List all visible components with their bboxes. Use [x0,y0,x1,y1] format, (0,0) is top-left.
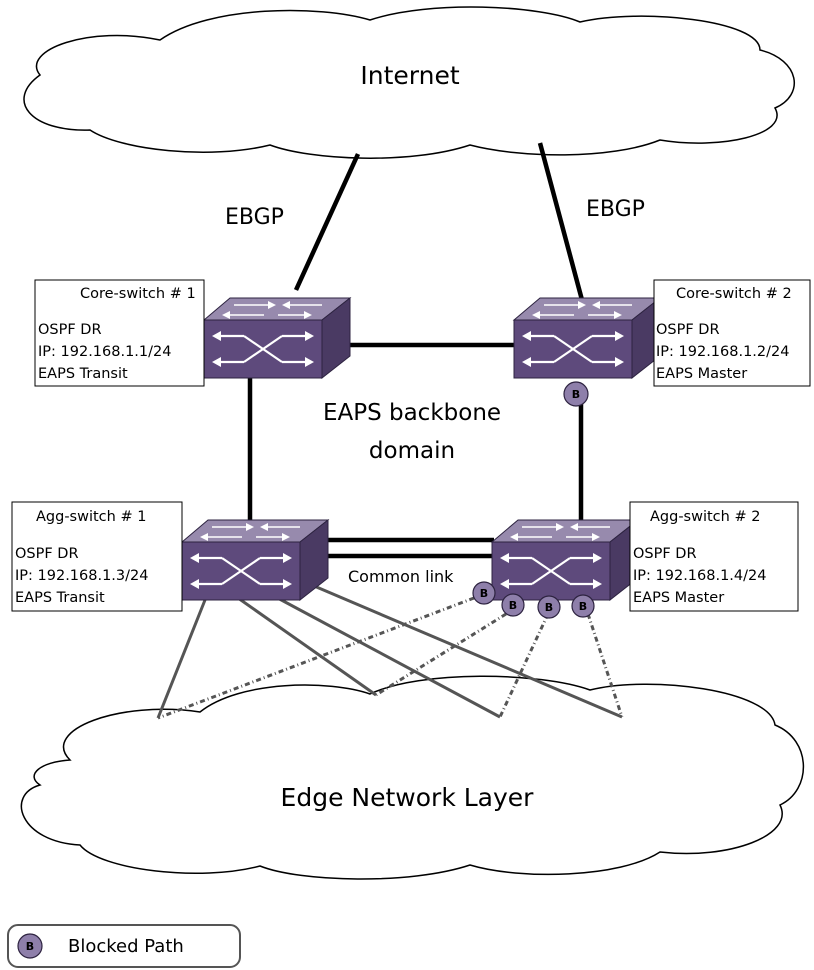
agg-switch-1-eaps: EAPS Transit [15,590,105,606]
core-switch-1-role: OSPF DR [38,322,102,338]
agg2-edge-blocked-link-3 [498,613,550,718]
core-switch-1-info: Core-switch # 1 OSPF DR IP: 192.168.1.1/… [34,279,205,387]
legend: B Blocked Path [7,924,241,968]
core-switch-2-ip: IP: 192.168.1.2/24 [656,344,789,360]
agg-switch-1-ip: IP: 192.168.1.3/24 [15,568,148,584]
blocked-marker-agg2-3-label: B [545,601,553,614]
agg-switch-1-icon [180,518,330,602]
blocked-marker-agg2-2: B [501,593,525,617]
ebgp-link-right [537,142,585,301]
agg-switch-2-ip: IP: 192.168.1.4/24 [633,568,766,584]
blocked-marker-agg2-2-label: B [509,599,517,612]
agg-switch-2-eaps: EAPS Master [633,590,724,606]
blocked-marker-agg2-4: B [571,594,595,618]
internet-label: Internet [360,61,459,90]
core-switch-2-eaps: EAPS Master [656,366,747,382]
blocked-marker-agg2-3: B [537,595,561,619]
ebgp-right-label: EBGP [586,197,645,222]
core-switch-1-icon [202,296,352,380]
blocked-marker-core2: B [563,381,589,407]
core-switch-2-info: Core-switch # 2 OSPF DR IP: 192.168.1.2/… [653,279,811,387]
blocked-marker-core2-label: B [572,388,580,401]
agg-switch-1-info: Agg-switch # 1 OSPF DR IP: 192.168.1.3/2… [11,501,183,612]
agg-switch-2-info: Agg-switch # 2 OSPF DR IP: 192.168.1.4/2… [629,501,799,612]
blocked-marker-agg2-4-label: B [579,600,587,613]
core-switch-2-role: OSPF DR [656,322,720,338]
agg1-edge-link-1 [156,599,207,719]
core-switch-1-name: Core-switch # 1 [80,286,196,302]
agg-switch-2-icon [490,518,640,602]
eaps-domain-label-line2: domain [369,438,455,464]
agg2-edge-blocked-link-1 [157,596,475,720]
agg2-edge-blocked-link-2 [375,612,507,697]
agg1-edge-link-3 [271,593,501,719]
agg1-edge-link-2 [237,596,377,697]
ebgp-left-label: EBGP [225,205,284,230]
edge-network-cloud [20,675,805,880]
agg-switch-1-role: OSPF DR [15,546,79,562]
legend-blocked-icon [17,933,43,959]
blocked-marker-agg2-1-label: B [480,587,488,600]
common-link-label: Common link [348,567,454,586]
eaps-domain-label-line1: EAPS backbone [323,400,501,426]
agg-switch-1-name: Agg-switch # 1 [36,509,146,525]
agg1-edge-link-4 [299,578,623,719]
agg-switch-2-name: Agg-switch # 2 [650,509,760,525]
core-switch-2-name: Core-switch # 2 [676,286,792,302]
legend-label: Blocked Path [68,936,184,957]
ebgp-link-left [293,153,361,291]
legend-marker-label: B [26,940,34,953]
edge-network-label: Edge Network Layer [281,783,535,812]
core-switch-1-eaps: EAPS Transit [38,366,128,382]
core-switch-1-ip: IP: 192.168.1.1/24 [38,344,171,360]
blocked-marker-agg2-1: B [472,581,496,605]
internet-cloud [23,6,795,159]
core-switch-2-icon [512,296,662,380]
agg-switch-2-role: OSPF DR [633,546,697,562]
